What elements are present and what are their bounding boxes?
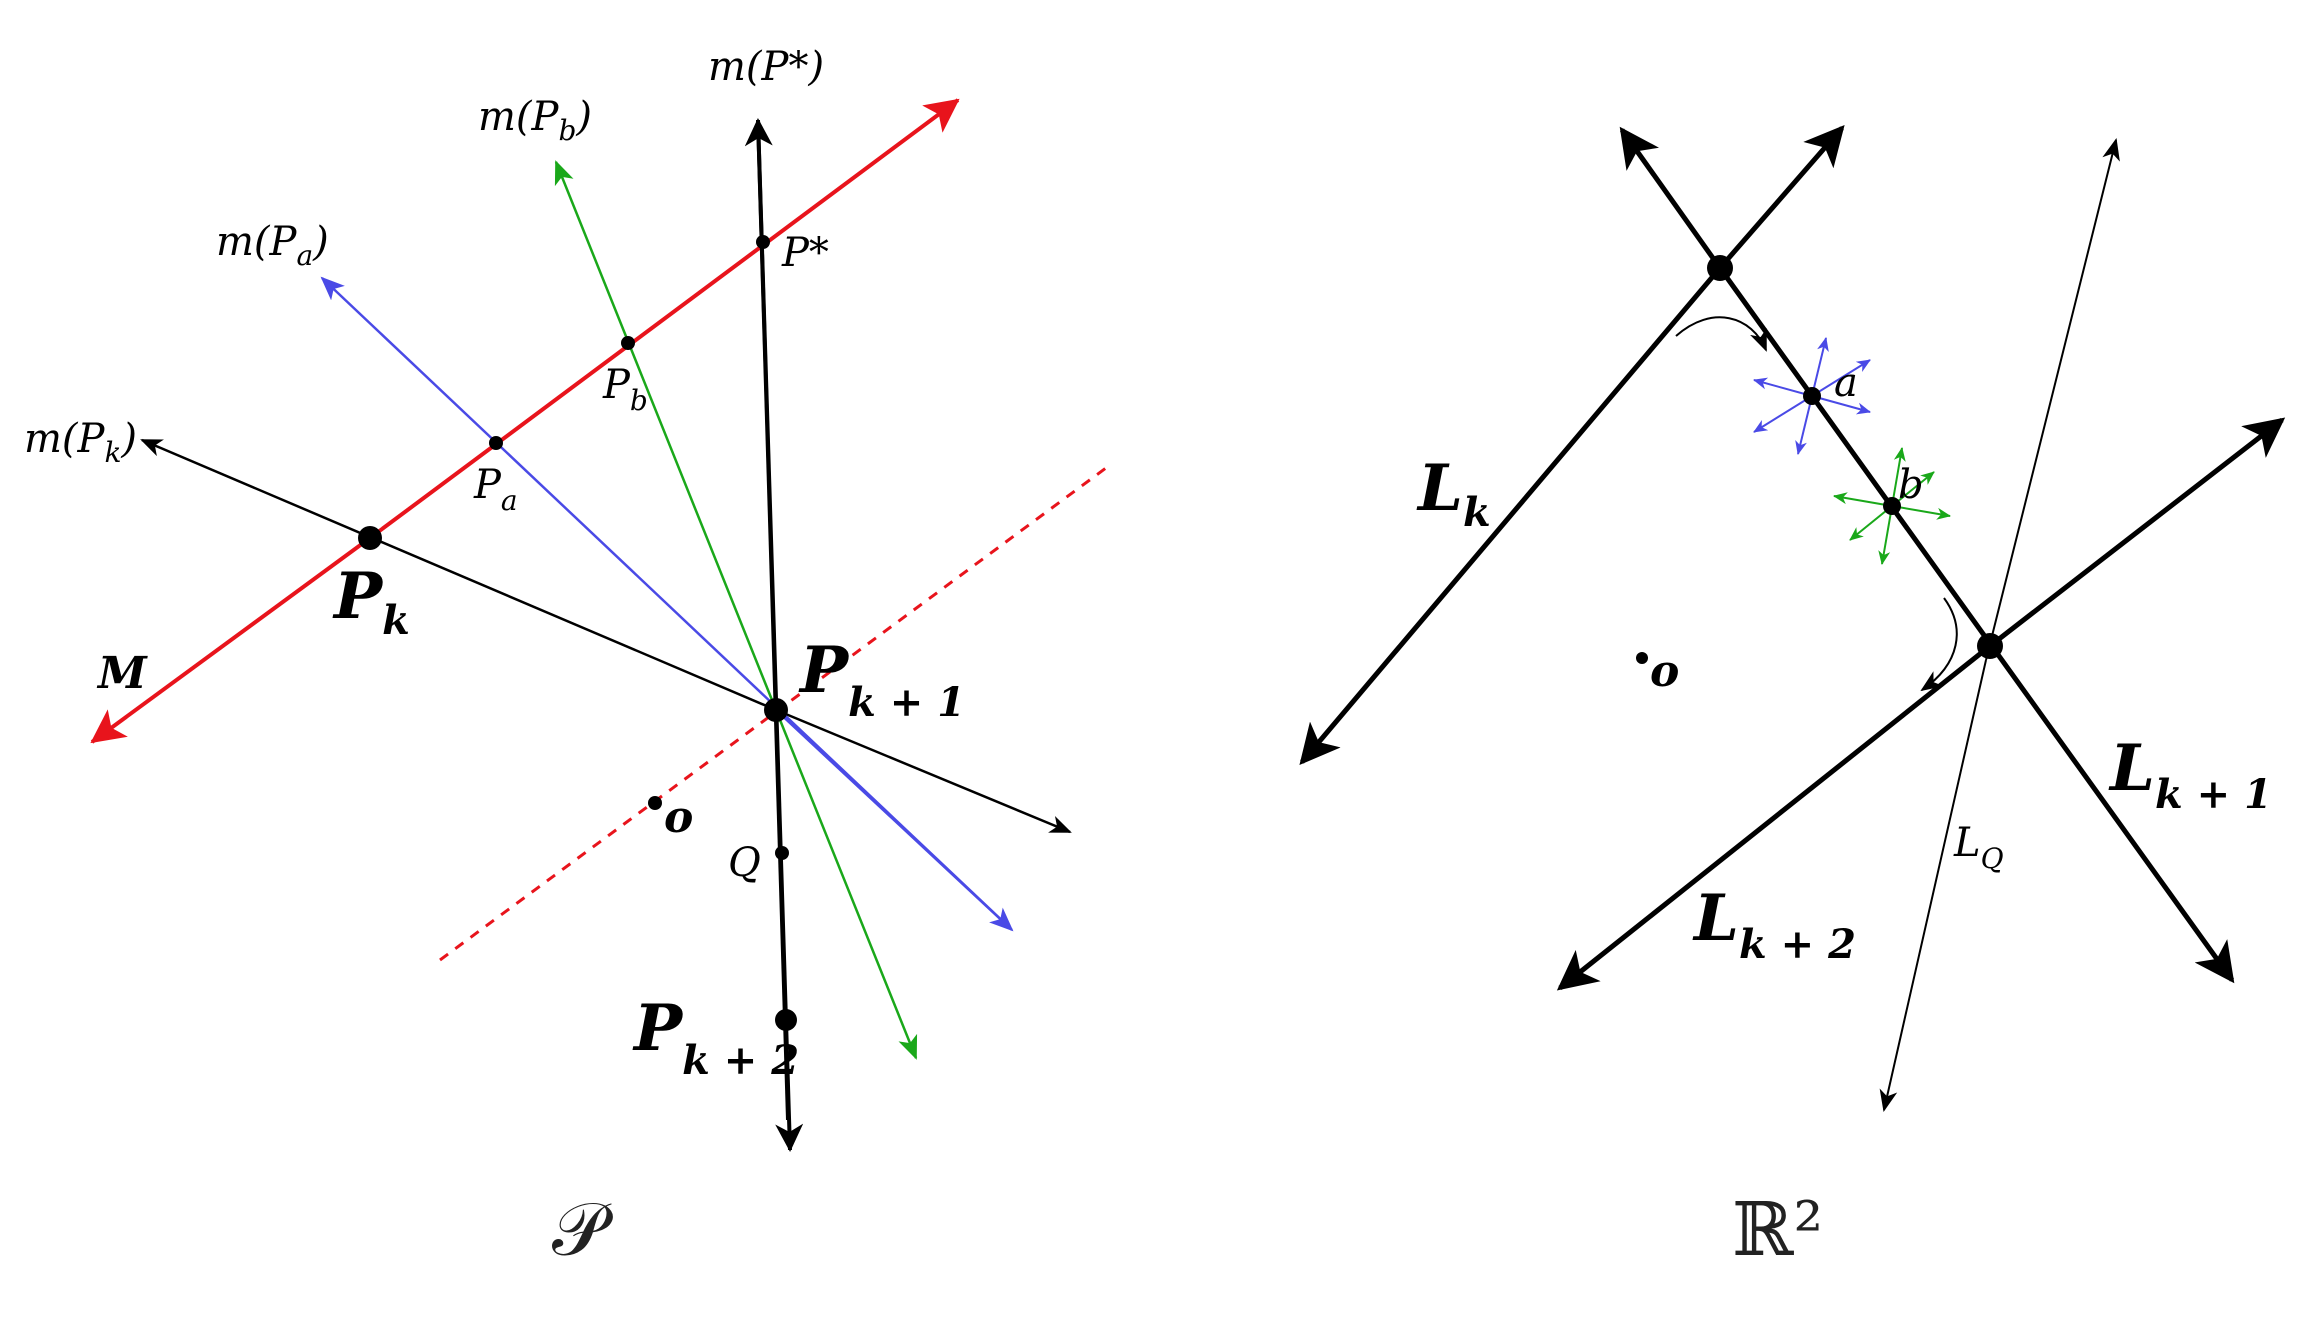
- point-pk: [358, 526, 382, 550]
- line-lk2-lower: [1556, 644, 1992, 991]
- line-m-pb-tip: [774, 709, 918, 1060]
- point-pa: [489, 436, 503, 450]
- star-b: [1833, 447, 1951, 565]
- line-m-pb: [554, 160, 778, 711]
- point-pk2: [775, 1009, 797, 1031]
- caption-right: ℝ²: [1732, 1187, 1823, 1273]
- label-lk: Lk: [1416, 451, 1491, 536]
- curved-arrow-bottom: [1920, 597, 1958, 692]
- label-a: a: [1834, 360, 1858, 406]
- point-o-left: [648, 796, 662, 810]
- line-m-pk: [140, 438, 777, 712]
- label-pstar: P*: [781, 230, 829, 276]
- line-lk-upper: [1718, 124, 1845, 270]
- label-q: Q: [728, 840, 761, 886]
- label-m-pk: m(Pk): [24, 416, 137, 469]
- line-lk: [1299, 266, 1722, 766]
- label-pb: Pb: [602, 362, 648, 417]
- line-m-lower: [90, 536, 372, 744]
- right-panel: Lk Lk + 1 Lk + 2 LQ a b o ℝ²: [1299, 124, 2286, 1273]
- label-lk1: Lk + 1: [2108, 731, 2272, 818]
- point-a: [1803, 387, 1821, 405]
- label-pk: Pk: [332, 559, 410, 644]
- point-o-right: [1636, 652, 1648, 664]
- label-m-pb: m(Pb): [478, 94, 592, 147]
- curved-arrow-top: [1675, 316, 1767, 352]
- line-lq: [1985, 138, 2120, 661]
- point-pstar: [756, 235, 770, 249]
- line-lk1-lower: [1717, 266, 2235, 984]
- point-pk1: [764, 698, 788, 722]
- label-pa: Pa: [473, 462, 518, 517]
- point-b: [1883, 497, 1901, 515]
- label-lq: LQ: [1953, 820, 2004, 875]
- label-lk2: Lk + 2: [1692, 881, 1856, 968]
- line-m: [368, 98, 960, 540]
- label-m-pa: m(Pa): [216, 219, 329, 272]
- label-o-left: o: [664, 792, 693, 843]
- label-m-pstar: m(P*): [708, 44, 824, 90]
- point-pb: [621, 336, 635, 350]
- vertex-top: [1707, 255, 1733, 281]
- line-lk1: [1619, 126, 1723, 270]
- label-o-right: o: [1650, 646, 1679, 697]
- point-q: [775, 846, 789, 860]
- label-pk1: Pk + 1: [798, 633, 965, 726]
- line-lk2: [1988, 417, 2286, 648]
- caption-left: 𝒫: [552, 1187, 613, 1273]
- left-panel: m(P*) m(Pb) m(Pa) m(Pk) P* Pb Pa Pk Pk +…: [24, 44, 1111, 1273]
- vertex-bottom: [1977, 633, 2003, 659]
- red-dashed-line: [439, 463, 1111, 962]
- label-b: b: [1898, 462, 1924, 508]
- label-pk2: Pk + 2: [632, 991, 799, 1084]
- star-a: [1753, 337, 1871, 455]
- line-m-pa-tip: [775, 709, 1014, 932]
- line-m-pk-extension: [775, 708, 1072, 834]
- line-m-pstar-bottom: [756, 119, 804, 1152]
- line-lq-lower: [1879, 659, 1987, 1112]
- label-m-line: M: [96, 648, 148, 699]
